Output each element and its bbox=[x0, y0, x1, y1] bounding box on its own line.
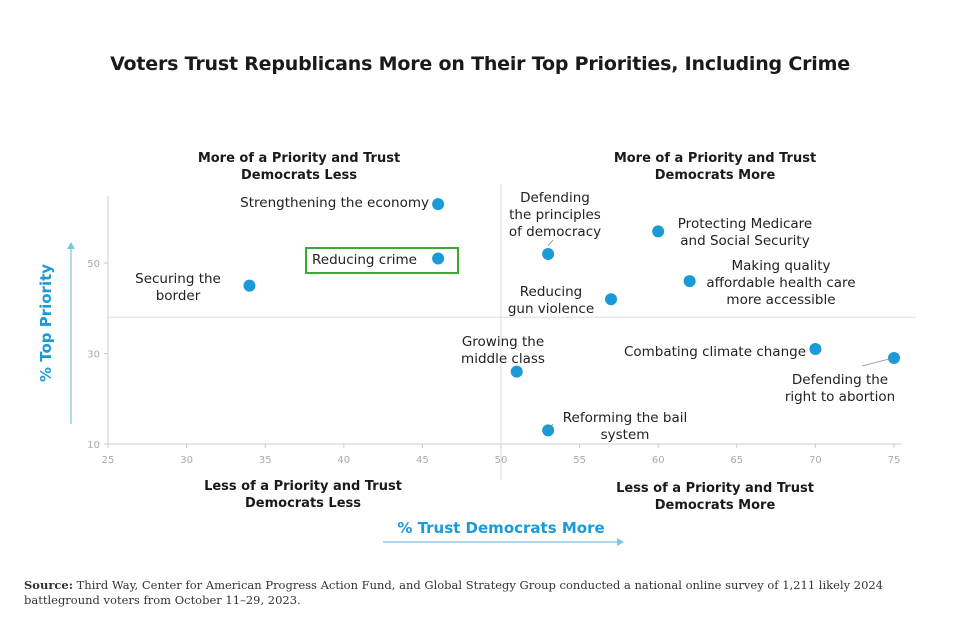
x-tick-label: 65 bbox=[730, 455, 743, 466]
leader-line bbox=[547, 423, 554, 431]
data-point bbox=[809, 342, 822, 355]
leader-line bbox=[547, 239, 554, 247]
y-axis-title: % Top Priority bbox=[37, 264, 55, 382]
data-point bbox=[605, 293, 618, 306]
quadrant-top-right-label: More of a Priority and Trust Democrats M… bbox=[613, 151, 817, 183]
x-tick-label: 45 bbox=[416, 455, 429, 466]
x-tick-label: 70 bbox=[809, 455, 822, 466]
data-point bbox=[243, 279, 256, 292]
data-point bbox=[888, 352, 900, 365]
y-tick-label: 10 bbox=[87, 440, 100, 451]
data-point bbox=[542, 424, 555, 437]
data-point bbox=[510, 365, 523, 378]
x-tick-label: 55 bbox=[573, 455, 586, 466]
x-tick-label: 30 bbox=[180, 455, 193, 466]
data-point bbox=[652, 225, 665, 238]
x-tick-label: 40 bbox=[337, 455, 350, 466]
data-point bbox=[542, 247, 555, 260]
x-tick-label: 75 bbox=[888, 455, 901, 466]
point-label: Strengthening the economy bbox=[240, 195, 429, 211]
source-label: Source: bbox=[24, 578, 73, 592]
quadrant-bottom-left-label: Less of a Priority and Trust Democrats L… bbox=[204, 479, 402, 511]
x-tick-label: 50 bbox=[495, 455, 508, 466]
quadrant-top-left-label: More of a Priority and Trust Democrats L… bbox=[197, 151, 401, 183]
x-tick-label: 25 bbox=[102, 455, 115, 466]
point-label: Reducing crime bbox=[312, 252, 417, 268]
y-tick-label: 30 bbox=[87, 350, 100, 361]
source-text: Third Way, Center for American Progress … bbox=[24, 578, 884, 607]
leader-line bbox=[861, 357, 894, 367]
source-note: Source: Third Way, Center for American P… bbox=[24, 578, 944, 608]
point-label: Combating climate change bbox=[624, 344, 806, 360]
x-axis-title: % Trust Democrats More bbox=[397, 519, 604, 537]
quadrant-bottom-right-label: Less of a Priority and Trust Democrats M… bbox=[616, 481, 814, 513]
page-title: Voters Trust Republicans More on Their T… bbox=[110, 53, 850, 75]
x-tick-label: 60 bbox=[652, 455, 665, 466]
data-point bbox=[432, 198, 445, 211]
highlight-box bbox=[305, 247, 459, 274]
data-point bbox=[432, 252, 445, 265]
y-tick-label: 50 bbox=[87, 259, 100, 270]
x-tick-label: 35 bbox=[259, 455, 272, 466]
data-point bbox=[683, 275, 696, 288]
